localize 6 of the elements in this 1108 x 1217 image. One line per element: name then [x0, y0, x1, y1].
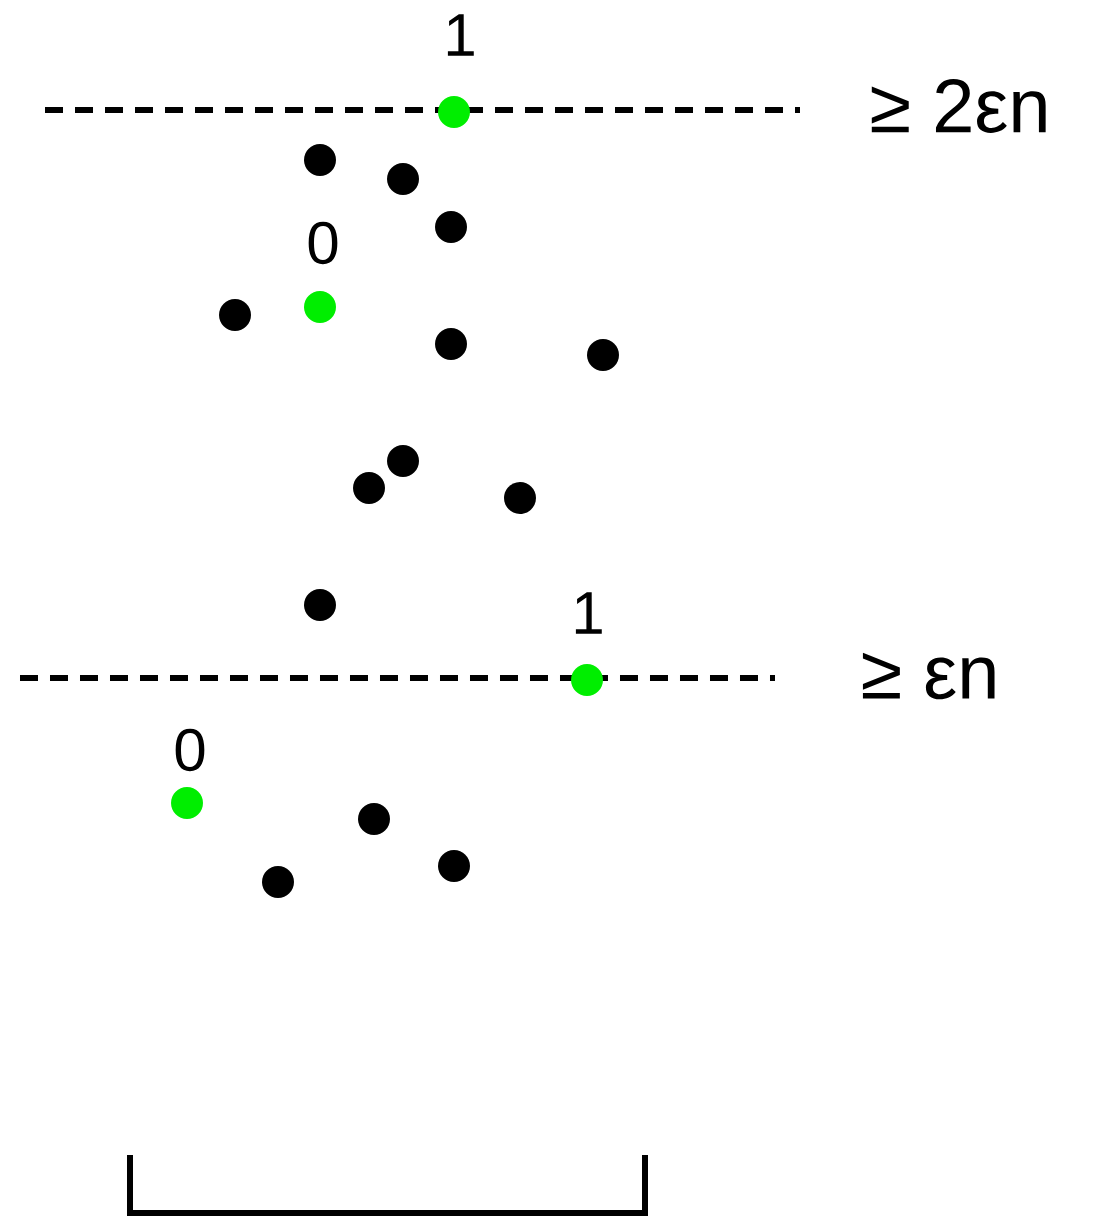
point-label: 0	[175, 728, 205, 772]
point-label: 0	[308, 221, 338, 265]
point-label: 1	[575, 592, 602, 634]
threshold-label: ≥ εn	[862, 652, 995, 700]
point-label: 1	[447, 14, 474, 56]
threshold-label: ≥ 2εn	[871, 79, 1046, 133]
